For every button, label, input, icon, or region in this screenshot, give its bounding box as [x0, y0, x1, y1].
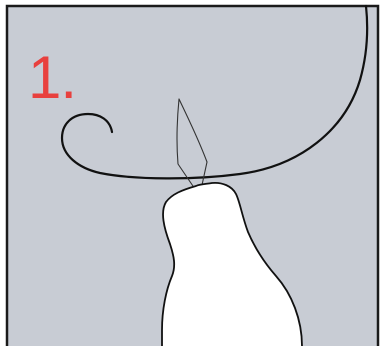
step-number: 1.	[28, 48, 76, 108]
